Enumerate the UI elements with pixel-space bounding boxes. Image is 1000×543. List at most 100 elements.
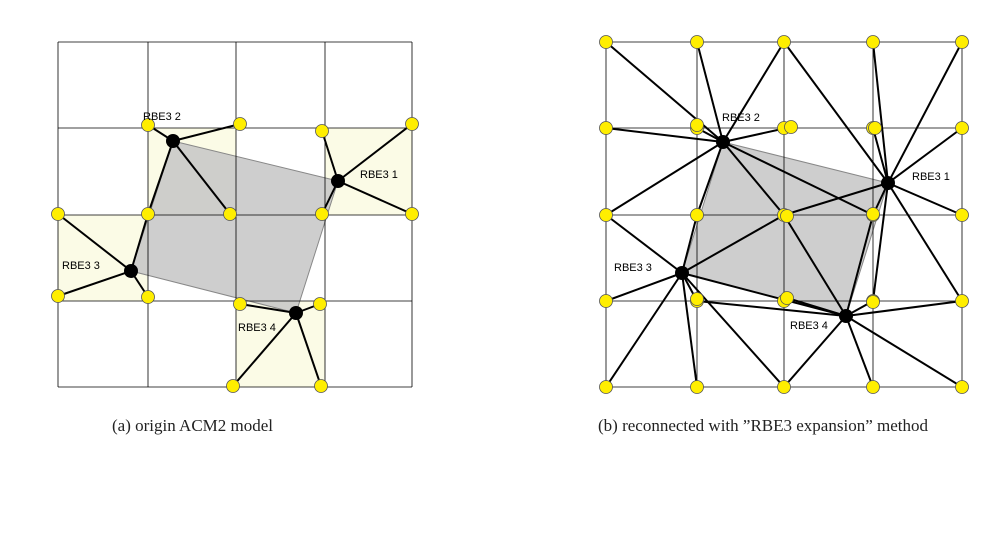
grid-node <box>599 294 613 308</box>
rbe3-link <box>845 315 874 388</box>
grid-node <box>315 124 329 138</box>
rbe3-link <box>783 214 847 317</box>
rbe3-link <box>337 180 413 215</box>
grid-node <box>51 289 65 303</box>
rbe3-link <box>872 182 889 302</box>
grid-node <box>314 379 328 393</box>
rbe3-link <box>887 182 963 302</box>
grid-node <box>223 207 237 221</box>
grid-node <box>690 118 704 132</box>
element-region <box>58 215 148 301</box>
grid-node <box>141 207 155 221</box>
rbe3-link <box>57 213 132 272</box>
rbe3-label-1: RBE3 1 <box>360 169 398 181</box>
grid-node <box>777 380 791 394</box>
rbe3-link <box>722 141 874 216</box>
rbe3-link <box>295 312 322 387</box>
rbe3-node <box>716 135 730 149</box>
caption-a: (a) origin ACM2 model <box>112 416 274 435</box>
grid-node <box>866 207 880 221</box>
rbe3-link <box>786 297 847 317</box>
rbe3-link <box>605 214 683 274</box>
grid-node <box>866 295 880 309</box>
rbe3-link <box>172 140 231 215</box>
rbe3-link <box>845 214 874 317</box>
rbe3-link <box>872 127 889 184</box>
rbe3-link <box>337 123 413 182</box>
rbe3-link <box>681 272 785 388</box>
rbe3-node <box>675 266 689 280</box>
rbe3-label-4: RBE3 4 <box>790 320 828 332</box>
rbe3-link <box>887 182 963 216</box>
rbe3-link <box>887 41 963 184</box>
grid-node <box>866 35 880 49</box>
rbe3-link <box>783 41 889 184</box>
rbe3-link <box>845 300 963 317</box>
grid-node <box>233 117 247 131</box>
rbe3-link <box>783 315 847 388</box>
rbe3-link <box>681 272 698 388</box>
grid-node <box>955 208 969 222</box>
grid-node <box>51 207 65 221</box>
grid-node <box>868 121 882 135</box>
rbe3-node <box>124 264 138 278</box>
rbe3-link <box>696 41 724 143</box>
rbe3-link <box>722 141 785 216</box>
rbe3-label-3: RBE3 3 <box>614 262 652 274</box>
rbe3-link <box>887 127 963 184</box>
grid-node <box>780 291 794 305</box>
rbe3-label-1: RBE3 1 <box>912 171 950 183</box>
rbe3-link <box>321 130 339 182</box>
grid-node <box>141 290 155 304</box>
grid-node <box>784 120 798 134</box>
rbe3-link <box>172 123 241 142</box>
rbe3-link <box>605 141 724 216</box>
rbe3-label-3: RBE3 3 <box>62 260 100 272</box>
caption-b: (b) reconnected with ”RBE3 expansion” me… <box>598 416 928 435</box>
grid-node <box>690 208 704 222</box>
grid-node <box>405 117 419 131</box>
grid-node <box>313 297 327 311</box>
grid-node <box>599 380 613 394</box>
grid-node <box>690 35 704 49</box>
rbe3-link <box>57 270 132 297</box>
grid-node <box>405 207 419 221</box>
grid-node <box>599 208 613 222</box>
rbe3-node <box>289 306 303 320</box>
rbe3-link <box>696 300 847 317</box>
rbe3-link <box>605 272 683 388</box>
rbe3-link <box>696 141 724 216</box>
element-region <box>325 128 412 215</box>
grid-node <box>955 380 969 394</box>
grid-node <box>955 294 969 308</box>
grid-node <box>690 292 704 306</box>
element-region <box>236 301 325 387</box>
rbe3-link <box>605 272 683 302</box>
grid-node <box>690 380 704 394</box>
rbe3-link <box>681 214 698 274</box>
rbe3-link <box>681 214 785 274</box>
rbe3-link <box>783 182 889 216</box>
rbe3-label-2: RBE3 2 <box>143 111 181 123</box>
rbe3-link <box>872 41 889 184</box>
rbe3-label-4: RBE3 4 <box>238 322 276 334</box>
rbe3-node <box>881 176 895 190</box>
rbe3-link <box>130 213 149 272</box>
grid-node <box>866 380 880 394</box>
rbe3-link <box>239 303 297 314</box>
rbe3-link <box>232 312 297 387</box>
panel-a-acm2-model: RBE3 2 RBE3 1 RBE3 3 RBE3 4 <box>51 41 419 393</box>
grid-node <box>141 118 155 132</box>
rbe3-link <box>605 127 724 143</box>
rbe3-node <box>331 174 345 188</box>
grid-node <box>315 207 329 221</box>
grid-node <box>599 121 613 135</box>
rbe3-link <box>722 41 785 143</box>
rbe3-node <box>166 134 180 148</box>
grid-node <box>780 209 794 223</box>
grid-node <box>233 297 247 311</box>
rbe3-link <box>605 41 724 143</box>
rbe3-link <box>681 272 847 317</box>
